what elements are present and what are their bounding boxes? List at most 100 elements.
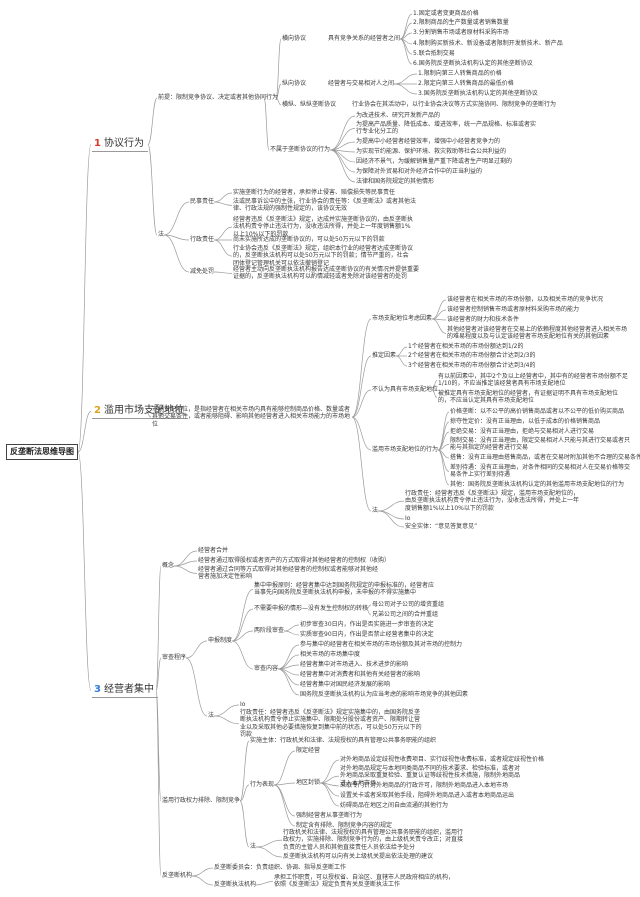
node-e2[interactable]: 为提高产品质量、降低成本、增进效率，统一产品规格、标准或者实行专业化分工的: [356, 121, 537, 136]
node-e3[interactable]: 为提高中小经营者经营效率，增强中小经营者竞争力的: [356, 138, 501, 145]
node-f4[interactable]: 其他经营者对该经营者在交易上的依赖程度其他经营者进入相关市场的难易程度以及与认定…: [447, 326, 628, 341]
node-blockade[interactable]: 地区封锁: [296, 779, 321, 786]
node-cg1[interactable]: 经营者合并: [198, 547, 229, 554]
node-c-admin-liability[interactable]: 法: [250, 843, 257, 850]
node-f1[interactable]: 该经营者在相关市场的市场份额，以及相关市场的竞争状况: [447, 296, 604, 303]
node-b-def[interactable]: 市场支配地位，是指经营者在相关市场内具有能够控制商品价格、数量或者其他交易条件，…: [152, 406, 351, 428]
node-ct2[interactable]: 相关市场的市场集中度: [300, 651, 361, 658]
node-admin-2[interactable]: 尚未实施所达成的垄断协议的，可以处50万元以下的罚款: [233, 236, 385, 243]
node-cg2[interactable]: 经营者通过取得股权或者资产的方式取得对其他经营者的控制权（收购）: [198, 557, 391, 564]
node-h6[interactable]: 6.国务院反垄断执法机构认定的其他垄断协议: [413, 60, 533, 67]
node-horizontal-desc[interactable]: 具有竞争关系的经营者之间: [328, 35, 401, 42]
node-ab4[interactable]: 限制交易：没有正当理由，限定交易相对人只能与其进行交易或者只能与其指定的经营者进…: [450, 437, 631, 452]
node-ct6[interactable]: 国务院反垄断执法机构认为应当考虑的影响市场竞争的其他因素: [300, 691, 469, 698]
root-node[interactable]: 反垄断法思维导图: [6, 444, 78, 460]
node-e7[interactable]: 法律和国务院规定的其他情形: [356, 178, 435, 185]
node-civil[interactable]: 民事责任: [190, 198, 215, 205]
node-conduct[interactable]: 行为表现: [250, 781, 275, 788]
node-v2[interactable]: 2.限定向第三人转售商品的最低价格: [418, 80, 514, 87]
node-conduct-2[interactable]: 强制经营者从事垄断行为: [296, 812, 363, 819]
node-admin-1[interactable]: 经营者违反《反垄断法》规定，达成并实施垄断协议的，由反垄断执法机构责令停止违法行…: [233, 216, 414, 238]
node-p1[interactable]: 1个经营者在相关市场的市场份额达到1/2的: [408, 343, 524, 350]
node-leniency-1[interactable]: 经营者主动向反垄断执法机构报告达成垄断协议的有关情况并提供重要证据的，反垄断执法…: [233, 266, 420, 281]
node-association-desc[interactable]: 行业协会在其活动中，以行业协会决议等方式实施协同、限制竞争的垄断行为: [352, 101, 557, 108]
node-bk1[interactable]: 对外地商品设定歧视性收费项目、实行歧视性收费标准，或者规定歧视性价格: [340, 756, 545, 763]
node-ct3[interactable]: 经营者集中对市场进入、技术进步的影响: [300, 661, 409, 668]
node-auth-2[interactable]: 反垄断执法机构: [214, 881, 257, 888]
node-ct1[interactable]: 参与集中的经营者在相关市场的市场份额及其对市场的控制力: [300, 641, 463, 648]
node-abuse[interactable]: 滥用市场支配地位的行为: [372, 446, 439, 453]
node-e4[interactable]: 为实现节约能源、保护环境、救灾救助等社会公共利益的: [356, 148, 507, 155]
node-review[interactable]: 审查程序: [162, 654, 187, 661]
node-ab7[interactable]: 其他：国务院反垄断执法机构认定的其他滥用市场支配地位的行为: [450, 481, 625, 488]
node-e5[interactable]: 因经济不景气，为缓解销售量严重下降或者生产明显过剩的: [356, 158, 513, 165]
node-civil-1[interactable]: 实施垄断行为的经营者，承担停止侵害、赔偿损失等民事责任: [233, 189, 396, 196]
node-vertical[interactable]: 纵向协议: [282, 80, 307, 87]
node-h3[interactable]: 3.分割销售市场或者原材料采购市场: [413, 29, 509, 36]
node-conduct-1[interactable]: 限定经营: [296, 747, 321, 754]
node-nofile-2[interactable]: 兄弟公司之间的合并重组: [372, 611, 439, 618]
node-f2[interactable]: 该经营者控制销售市场或者原材料采购市场的能力: [447, 306, 580, 313]
node-h5[interactable]: 5.联合抵制交易: [413, 50, 455, 57]
node-filing[interactable]: 申报制度: [208, 637, 233, 644]
node-h2[interactable]: 2.限制商品的生产数量或者销售数量: [413, 19, 509, 26]
node-a-liability[interactable]: 法: [158, 231, 165, 238]
node-cal2[interactable]: 反垄断执法机构可以向有关上级机关提出依法处理的建议: [283, 853, 434, 860]
node-notdom[interactable]: 不认为具有市场支配地位: [372, 386, 439, 393]
node-v3[interactable]: 3.国务院反垄断执法机构认定的其他垄断协议: [418, 90, 538, 97]
node-h1[interactable]: 1.固定或者变更商品价格: [413, 10, 479, 17]
node-ab6[interactable]: 差别待遇：没有正当理由，对条件相同的交易相对人在交易价格等交易条件上实行差别待遇: [450, 464, 631, 479]
node-n1[interactable]: 有以前因素中，其中2个及以上经营者中，其中有的经营者市场份额不足1/10的，不应…: [438, 373, 628, 388]
node-ab3[interactable]: 拒绝交易：没有正当理由，拒绝与交易相对人进行交易: [450, 428, 595, 435]
node-leniency[interactable]: 减免处罚: [190, 268, 215, 275]
node-admin[interactable]: 行政责任: [190, 236, 215, 243]
node-stages[interactable]: 两阶段审查: [254, 627, 285, 634]
node-cal1[interactable]: 行政机关和法律、法规授权的具有管理公共事务职能的组织，滥用行政权力，实施排除、限…: [283, 829, 464, 851]
node-ab5[interactable]: 搭售：没有正当理由搭售商品，或者在交易时附加其他不合理的交易条件: [450, 454, 640, 461]
node-bl2[interactable]: Io: [405, 515, 411, 522]
node-ab1[interactable]: 价格垄断：以不公平的高价销售商品或者以不公平的低价购买商品: [450, 408, 625, 415]
node-ct5[interactable]: 经营者集中对国民经济发展的影响: [300, 681, 391, 688]
node-bk2[interactable]: 对外地商品规定与本地同类商品不同的技术要求、检验标准，或者对外地商品采取重复检验…: [340, 765, 521, 787]
node-cg3[interactable]: 经营者通过合同等方式取得对其他经营者的控制权或者能够对其他经营者施加决定性影响: [198, 566, 379, 581]
node-stage-1[interactable]: 初步审查30日内，作出是否实施进一步审查的决定: [300, 621, 434, 628]
node-b-liability[interactable]: 法: [372, 507, 379, 514]
node-admin-3[interactable]: 行业协会违反《反垄断法》规定，组织本行业的经营者达成垄断协议的，反垄断执法机构可…: [233, 245, 414, 267]
node-p3[interactable]: 3个经营者在相关市场的市场份额合计达到3/4的: [408, 362, 536, 369]
node-exempt[interactable]: 不属于垄断协议的行为: [270, 146, 331, 153]
node-e1[interactable]: 为改进技术、研究开发新产品的: [356, 112, 441, 119]
node-a-def[interactable]: 前提：限制竞争协议、决定或者其他协同行为: [158, 94, 279, 101]
node-v1[interactable]: 1.限制向第三人转售商品的价格: [418, 70, 502, 77]
node-horizontal[interactable]: 横向协议: [282, 35, 307, 42]
node-p2[interactable]: 2个经营者在相关市场的市场份额合计达到2/3的: [408, 352, 536, 359]
node-n2[interactable]: 被推定具有市场支配地位的经营者，有证据证明不具有市场支配地位的，不应当认定其具有…: [438, 390, 619, 405]
node-ab2[interactable]: 掠夺性定价：没有正当理由，以低于成本的价格销售商品: [450, 418, 601, 425]
node-factors[interactable]: 市场支配地位考虑因素: [372, 315, 433, 322]
node-c-concept[interactable]: 概念: [162, 562, 175, 569]
node-auth-1[interactable]: 反垄断委员会：负责组织、协调、指导反垄断工作: [214, 864, 347, 871]
node-vertical-desc[interactable]: 经营者与交易相对人之间: [328, 80, 395, 87]
node-e6[interactable]: 为保障对外贸易和对外经济合作中的正当利益的: [356, 168, 483, 175]
node-content[interactable]: 审查内容: [254, 665, 279, 672]
node-conduct-3[interactable]: 制定含有排除、限制竞争内容的规定: [296, 822, 393, 829]
node-bl1[interactable]: 行政责任：经营者违反《反垄断法》规定，滥用市场支配地位的，由反垄断执法机构责令停…: [405, 490, 580, 512]
node-c-review-liability[interactable]: 法: [208, 712, 215, 719]
node-association[interactable]: 横纵、纵纵垄断协议: [282, 101, 337, 108]
node-crl2[interactable]: 行政责任：经营者违反《反垄断法》规定实施集中的，由国务院反垄断执法机构责令停止实…: [240, 709, 422, 739]
node-nofile-1[interactable]: 母公司对子公司的增资重组: [372, 601, 445, 608]
node-bk3[interactable]: 采取专门针对外地商品的行政许可，限制外地商品进入本地市场: [340, 782, 509, 789]
node-f3[interactable]: 该经营者的财力和技术条件: [447, 316, 520, 323]
node-stage-2[interactable]: 实质审查90日内，作出是否禁止经营者集中的决定: [300, 631, 434, 638]
node-civil-2[interactable]: 法或民事诉讼中的主张，行业协会的责任等：《反垄断法》或者其他法律、行政法规的强制…: [233, 198, 417, 213]
node-bk4[interactable]: 设置关卡或者采取其他手段，阻碍外地商品进入或者本地商品运出: [340, 792, 515, 799]
node-admin-abuse[interactable]: 滥用行政权力排除、限制竞争: [162, 797, 241, 804]
node-h4[interactable]: 4.限制购买新技术、新设备或者限制开发新技术、新产品: [413, 40, 563, 47]
node-subject[interactable]: 实施主体：行政机关和法律、法规授权的具有管理公共事务职能的组织: [250, 737, 437, 744]
node-nofile[interactable]: 不需要申报的情形—没有发生控制权的转移: [254, 605, 369, 612]
node-bl3[interactable]: 安全实体：“意见答复意见”: [405, 523, 478, 530]
node-presume[interactable]: 推定因素: [372, 352, 397, 359]
node-crl1[interactable]: Io: [240, 701, 246, 708]
